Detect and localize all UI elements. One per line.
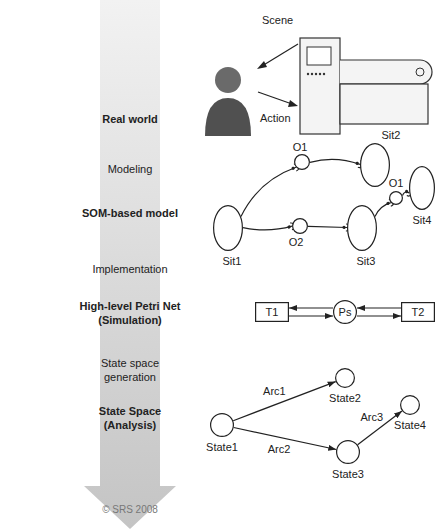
connector	[241, 167, 296, 216]
node-shape	[410, 167, 435, 210]
conveyor-base	[340, 84, 428, 124]
node-shape	[348, 206, 377, 251]
node-shape	[337, 441, 360, 464]
node-label: O2	[289, 236, 304, 249]
step-label: Implementation	[70, 262, 190, 276]
connector	[357, 315, 401, 316]
node-outline	[389, 191, 403, 205]
node-label: State1	[206, 441, 238, 454]
connector	[357, 307, 401, 308]
connector	[289, 315, 333, 316]
node-text: T2	[412, 306, 425, 319]
level-title: State Space (Analysis)	[88, 404, 172, 432]
connector	[243, 226, 292, 230]
operation-circle: O2	[292, 218, 308, 234]
node-shape	[295, 155, 310, 170]
connector	[308, 226, 347, 227]
scene-arrow	[262, 44, 298, 66]
copyright-note: © SRS 2008	[80, 503, 180, 517]
edge-label: Arc2	[268, 443, 291, 456]
node-label: State3	[332, 468, 364, 481]
node-shape	[293, 219, 308, 234]
situation-ellipse: Sit1	[213, 205, 243, 251]
transition-box: T2	[401, 302, 435, 322]
machine-cabinet	[300, 38, 340, 134]
node-shape	[361, 144, 390, 187]
node-shape	[402, 303, 435, 322]
conveyor-belt	[340, 60, 432, 84]
scene-arrowhead	[257, 61, 267, 69]
person-body	[205, 98, 251, 136]
node-shape	[401, 396, 420, 415]
edge-label: Arc3	[360, 411, 383, 424]
node-outline	[294, 154, 310, 170]
node-outline	[292, 218, 308, 234]
node-outline	[409, 166, 435, 210]
node-label: Sit4	[413, 214, 432, 227]
node-shape	[336, 369, 355, 388]
person-head	[215, 67, 241, 93]
node-outline	[347, 205, 377, 251]
node-label: Sit3	[357, 255, 376, 268]
connector	[233, 382, 336, 421]
state-circle: State3	[336, 440, 360, 464]
node-outline	[360, 143, 390, 187]
node-outline	[336, 440, 360, 464]
node-shape	[334, 301, 357, 324]
edge-label: Arc1	[263, 385, 286, 398]
situation-ellipse: Sit3	[347, 205, 377, 251]
node-label: State2	[329, 392, 361, 405]
operation-circle: O1	[294, 154, 310, 170]
node-shape	[390, 192, 403, 205]
node-outline	[213, 205, 243, 251]
connector	[403, 192, 410, 195]
state-circle: State2	[335, 368, 355, 388]
arrow-label: Scene	[262, 14, 293, 27]
connector	[375, 203, 391, 217]
connector	[310, 159, 360, 164]
step-label: Modeling	[70, 162, 190, 176]
node-shape	[211, 414, 234, 437]
situation-ellipse: Sit2	[360, 143, 390, 187]
node-shape	[256, 303, 289, 322]
operation-circle: O1	[389, 191, 403, 205]
node-label: State4	[394, 419, 426, 432]
state-circle: State1	[210, 413, 234, 437]
machine-screen	[307, 47, 331, 65]
node-text: Ps	[339, 306, 352, 319]
place-circle: Ps	[333, 300, 357, 324]
state-circle: State4	[400, 395, 420, 415]
node-label: Sit1	[223, 255, 242, 268]
conveyor-roller	[416, 68, 424, 76]
node-outline	[400, 395, 420, 415]
level-title: SOM-based model	[70, 206, 190, 220]
node-outline	[210, 413, 234, 437]
level-title: High-level Petri Net (Simulation)	[64, 299, 196, 327]
arrow-label: Action	[260, 112, 291, 125]
transition-box: T1	[255, 302, 289, 322]
situation-ellipse: Sit4	[409, 166, 435, 210]
machine-buttons	[307, 73, 325, 75]
node-label: O1	[293, 141, 308, 154]
node-text: T1	[266, 306, 279, 319]
step-label: State space generation	[90, 356, 170, 384]
node-label: O1	[389, 177, 404, 190]
node-outline	[335, 368, 355, 388]
connector	[289, 307, 333, 308]
action-arrowhead	[288, 100, 298, 107]
action-arrow	[258, 92, 292, 104]
node-shape	[214, 206, 243, 251]
level-title: Real world	[70, 112, 190, 126]
node-label: Sit2	[382, 129, 401, 142]
